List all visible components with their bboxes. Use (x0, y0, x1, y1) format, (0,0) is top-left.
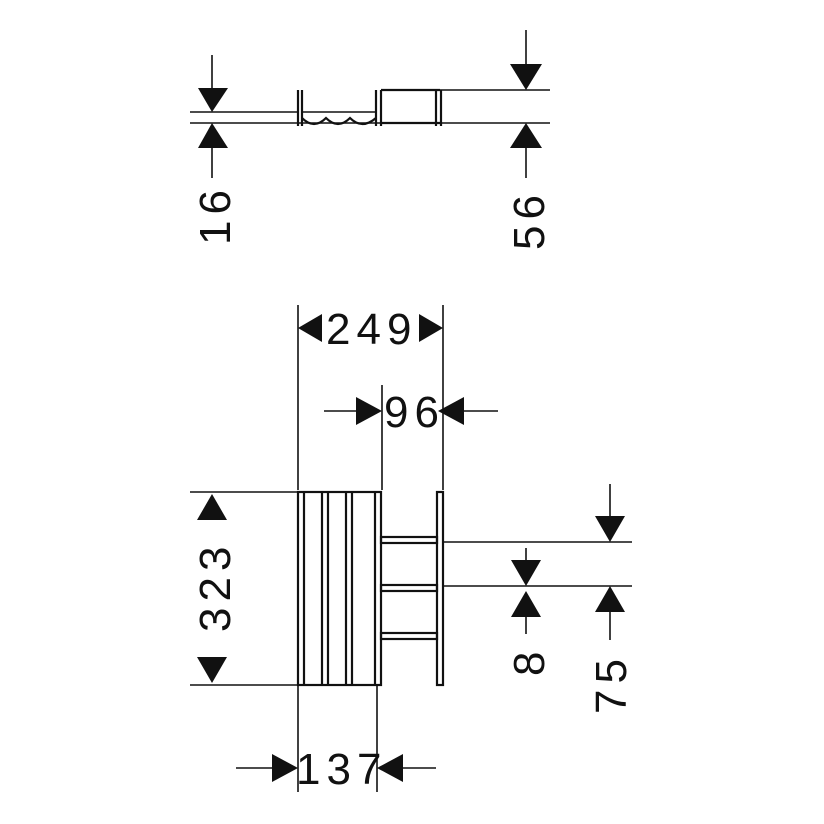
front-view: 249 96 323 8 75 137 (190, 305, 636, 794)
dim-width-total: 249 (326, 305, 417, 354)
arrow-up-icon (197, 494, 227, 520)
dim-depth-total: 56 (505, 189, 554, 250)
arrow-down-icon (511, 560, 541, 586)
dim-rail-spacing: 75 (587, 653, 636, 714)
dim-width-front: 137 (296, 745, 387, 794)
arrow-left-icon (298, 314, 322, 342)
arrow-down-icon (510, 64, 542, 90)
arrow-up-icon (595, 586, 625, 612)
dim-depth-top: 16 (191, 184, 240, 245)
dim-width-rail: 96 (384, 388, 445, 437)
arrow-up-icon (510, 123, 542, 148)
arrow-right-icon (272, 754, 298, 782)
arrow-down-icon (198, 88, 228, 112)
dim-height-total: 323 (191, 541, 240, 632)
arrow-left-icon (438, 397, 464, 425)
arrow-up-icon (511, 591, 541, 617)
arrow-down-icon (197, 657, 227, 683)
top-view: 16 56 (190, 30, 554, 250)
arrow-down-icon (595, 516, 625, 542)
arrow-right-icon (419, 314, 443, 342)
arrow-left-icon (377, 754, 403, 782)
dim-rail-thickness: 8 (505, 646, 554, 676)
arrow-up-icon (198, 123, 228, 148)
arrow-right-icon (356, 397, 382, 425)
